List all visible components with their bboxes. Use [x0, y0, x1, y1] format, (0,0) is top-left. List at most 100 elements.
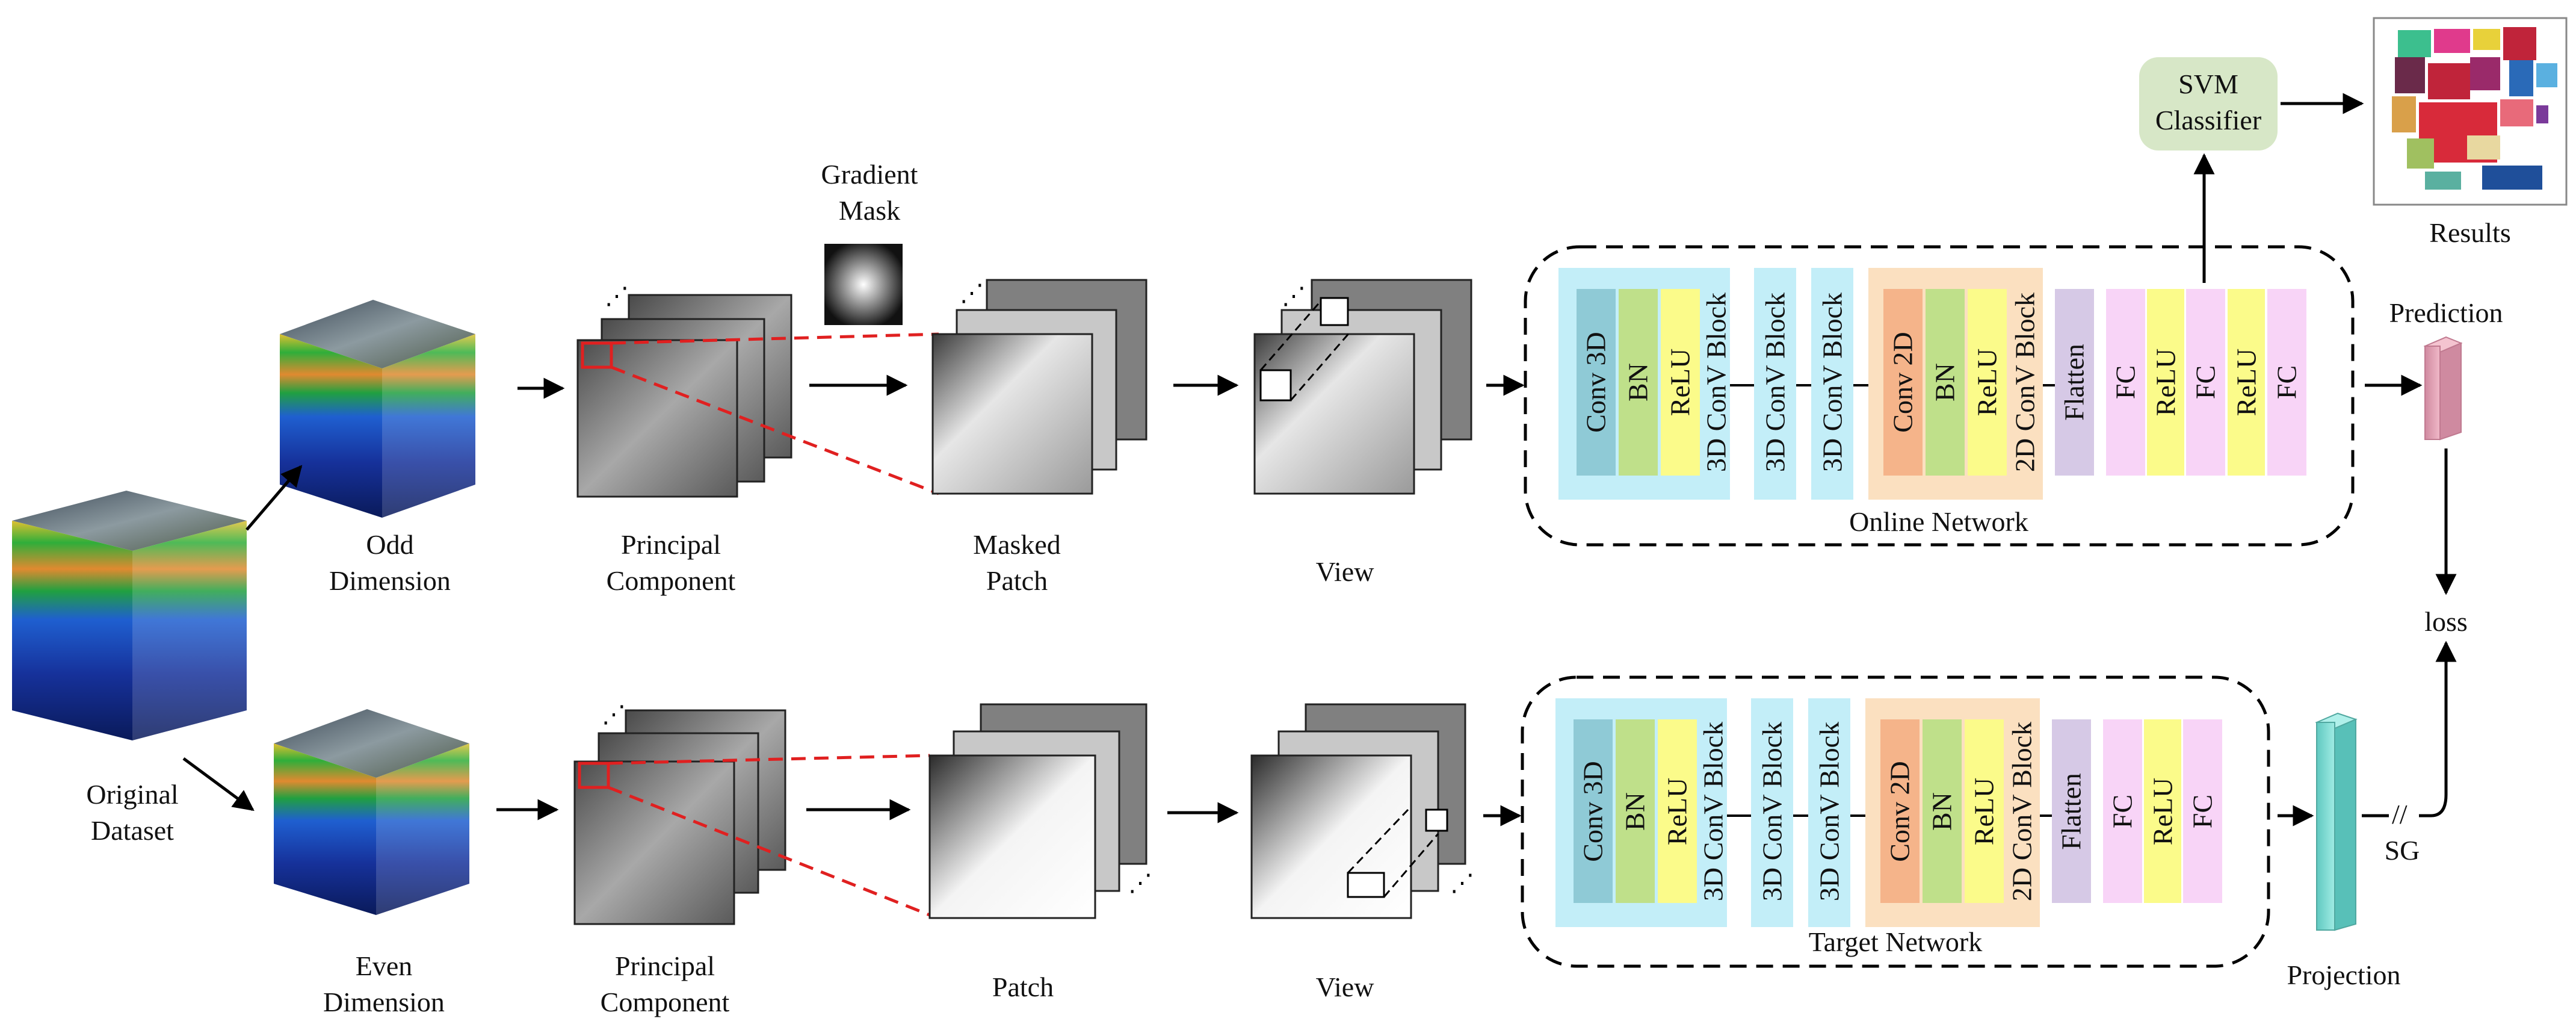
projection-label: Projection [2287, 960, 2400, 990]
layer-label-13: FC [2190, 365, 2221, 399]
original-dataset-label-2: Dataset [91, 815, 174, 846]
layer-block-12 [2147, 289, 2184, 476]
prediction-vector [2423, 336, 2463, 441]
layer-label-0: Conv 3D [1578, 761, 1608, 861]
layer-block-1 [1616, 719, 1655, 903]
layer-label-5: 3D ConV Block [1814, 722, 1845, 901]
svm-label: SVM [2178, 69, 2238, 99]
layer-label-1: BN [1620, 792, 1651, 831]
layer-label-12: ReLU [2151, 349, 2181, 416]
svm-classifier-box [2139, 57, 2278, 150]
layer-label-7: BN [1927, 792, 1957, 831]
layer-label-6: Conv 2D [1888, 332, 1918, 432]
patch-stack: ⋰ [928, 703, 1152, 919]
view-stack-bottom: ⋰ [1250, 703, 1474, 919]
layer-label-9: 2D ConV Block [2007, 722, 2037, 901]
original-dataset-label: Original [86, 779, 178, 810]
masked-patch-label-2: Patch [986, 565, 1048, 596]
layer-label-12: ReLU [2148, 778, 2178, 845]
odd-dimension-label-2: Dimension [329, 565, 451, 596]
odd-dimension-label: Odd [366, 529, 413, 560]
layer-label-10: Flatten [2056, 773, 2087, 850]
layer-label-3: 3D ConV Block [1701, 293, 1732, 472]
layer-label-8: ReLU [1969, 778, 2000, 845]
odd-dimension-cube [280, 300, 475, 518]
layer-label-2: ReLU [1662, 778, 1693, 845]
layer-label-2: ReLU [1665, 349, 1696, 416]
pc-top-label: Principal [621, 529, 721, 560]
layer-label-4: 3D ConV Block [1760, 293, 1791, 472]
patch-label: Patch [992, 972, 1054, 1002]
layer-label-11: FC [2107, 795, 2138, 828]
even-dimension-cube [274, 709, 469, 915]
svg-text:⋰: ⋰ [1128, 869, 1152, 896]
view-bottom-label: View [1316, 972, 1375, 1002]
layer-block-0 [1577, 289, 1616, 476]
layer-block-13 [2183, 719, 2222, 903]
layer-block-10 [2055, 289, 2094, 476]
layer-label-9: 2D ConV Block [2010, 293, 2040, 472]
svg-text:⋰: ⋰ [605, 282, 629, 309]
view-top-label: View [1316, 556, 1375, 587]
svm-label-2: Classifier [2155, 105, 2261, 135]
prediction-label: Prediction [2389, 297, 2503, 328]
svg-text:⋰: ⋰ [1282, 282, 1306, 309]
layer-block-6 [1883, 289, 1923, 476]
layer-label-1: BN [1623, 363, 1654, 402]
layer-label-15: FC [2272, 365, 2302, 399]
layer-block-2 [1658, 719, 1697, 903]
masked-patch-label: Masked [973, 529, 1061, 560]
online-3d-block-3 [1811, 268, 1853, 500]
layer-label-11: FC [2110, 365, 2141, 399]
layer-block-1 [1619, 289, 1658, 476]
layer-label-10: Flatten [2059, 344, 2090, 421]
layer-label-6: Conv 2D [1885, 761, 1915, 861]
masked-patch-stack: ⋰ [931, 279, 1147, 495]
layer-label-3: 3D ConV Block [1698, 722, 1729, 901]
pc-bottom-label: Principal [615, 951, 715, 981]
layer-label-14: ReLU [2231, 349, 2262, 416]
even-dimension-label: Even [356, 951, 413, 981]
gradient-mask-label: Gradient [821, 159, 918, 190]
layer-block-7 [1926, 289, 1965, 476]
layer-block-2 [1661, 289, 1700, 476]
pc-bottom-label-2: Component [601, 987, 730, 1017]
pc-top-label-2: Component [607, 565, 736, 596]
layer-block-7 [1923, 719, 1962, 903]
layer-block-13 [2186, 289, 2225, 476]
layer-block-11 [2106, 289, 2145, 476]
results-classification-map [2373, 17, 2568, 206]
online-network-boundary [1524, 245, 2355, 547]
gradient-mask-image [824, 244, 903, 325]
layer-block-8 [1968, 289, 2007, 476]
layer-label-4: 3D ConV Block [1757, 722, 1788, 901]
target-network-boundary [1521, 675, 2270, 968]
layer-label-8: ReLU [1972, 349, 2003, 416]
target-3d-block-3 [1808, 698, 1850, 927]
view-stack-top: ⋰ [1253, 279, 1472, 495]
layer-block-14 [2228, 289, 2265, 476]
layer-block-0 [1574, 719, 1613, 903]
sg-label: SG [2385, 835, 2420, 866]
online-network-label: Online Network [1849, 506, 2028, 537]
layer-label-5: 3D ConV Block [1817, 293, 1848, 472]
online-3d-block-2 [1754, 268, 1796, 500]
stop-gradient-mark: // [2392, 799, 2408, 830]
gradient-mask-label-2: Mask [839, 195, 900, 226]
layer-block-11 [2103, 719, 2142, 903]
loss-label: loss [2424, 606, 2468, 637]
svg-text:⋰: ⋰ [602, 701, 626, 728]
layer-label-7: BN [1930, 363, 1960, 402]
layer-block-12 [2144, 719, 2181, 903]
layer-block-6 [1880, 719, 1920, 903]
principal-component-stack-bottom: ⋰ [573, 701, 786, 925]
original-dataset-cube [12, 491, 247, 740]
layer-block-8 [1965, 719, 2004, 903]
target-3d-block-2 [1751, 698, 1793, 927]
layer-label-0: Conv 3D [1581, 332, 1611, 432]
even-dimension-label-2: Dimension [323, 987, 445, 1017]
svg-text:⋰: ⋰ [960, 279, 984, 306]
